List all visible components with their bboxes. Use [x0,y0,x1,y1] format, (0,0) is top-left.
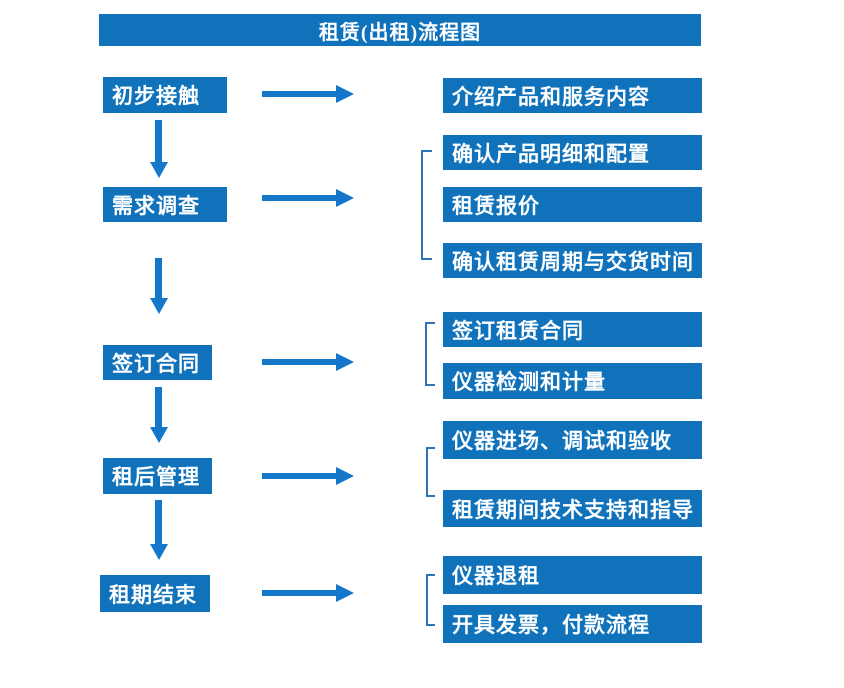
right-arrow-shaft [262,359,338,365]
right-arrow-head-icon [336,353,354,371]
step-box-post-rental-management: 租后管理 [103,458,212,494]
down-arrow-shaft [155,120,162,163]
down-arrow-shaft [155,387,162,428]
detail-box-instrument-return: 仪器退租 [443,556,702,594]
detail-box-rental-quotation: 租赁报价 [443,187,702,222]
bracket-demand-survey [421,150,432,260]
bracket-rental-end [426,574,435,626]
down-arrow-head-icon [150,544,168,560]
right-arrow-head-icon [336,584,354,602]
detail-box-invoice-payment: 开具发票，付款流程 [443,605,702,643]
step-box-sign-contract: 签订合同 [103,345,212,380]
down-arrow-2 [150,258,168,314]
down-arrow-3 [150,387,168,443]
down-arrow-shaft [155,258,162,299]
detail-box-technical-support: 租赁期间技术支持和指导 [443,490,702,527]
chart-title: 租赁(出租)流程图 [99,14,701,46]
right-arrow-shaft [262,590,338,596]
detail-box-confirm-product-details: 确认产品明细和配置 [443,135,702,170]
detail-box-introduce-products: 介绍产品和服务内容 [443,78,702,113]
down-arrow-4 [150,500,168,560]
right-arrow-3 [262,352,354,372]
bracket-post-rental [426,447,435,497]
right-arrow-shaft [262,473,338,479]
step-box-initial-contact: 初步接触 [103,77,227,113]
detail-box-sign-rental-contract: 签订租赁合同 [443,312,702,347]
right-arrow-2 [262,188,354,208]
right-arrow-head-icon [336,467,354,485]
down-arrow-head-icon [150,427,168,443]
right-arrow-shaft [262,91,338,97]
down-arrow-1 [150,120,168,178]
right-arrow-5 [262,583,354,603]
right-arrow-head-icon [336,85,354,103]
down-arrow-head-icon [150,162,168,178]
right-arrow-head-icon [336,189,354,207]
down-arrow-head-icon [150,298,168,314]
right-arrow-shaft [262,195,338,201]
detail-box-instrument-setup-acceptance: 仪器进场、调试和验收 [443,421,702,459]
bracket-sign-contract [425,322,435,386]
right-arrow-1 [262,84,354,104]
right-arrow-4 [262,466,354,486]
step-box-rental-end: 租期结束 [100,575,210,612]
detail-box-instrument-inspection: 仪器检测和计量 [443,363,702,399]
step-box-demand-survey: 需求调查 [103,187,227,222]
down-arrow-shaft [155,500,162,545]
detail-box-confirm-period-delivery: 确认租赁周期与交货时间 [443,243,702,278]
